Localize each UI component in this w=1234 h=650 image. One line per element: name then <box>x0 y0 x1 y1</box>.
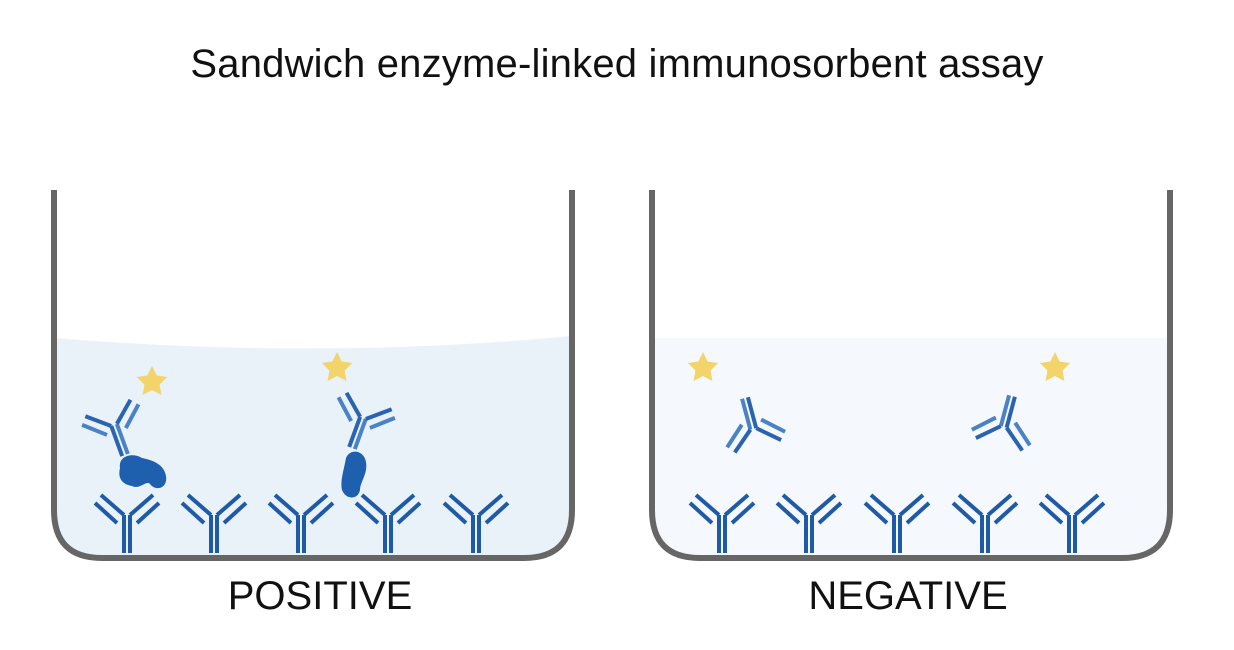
antigen-blob-icon <box>119 455 167 489</box>
negative-label: NEGATIVE <box>808 574 1008 618</box>
diagram-title: Sandwich enzyme-linked immunosorbent ass… <box>190 42 1044 86</box>
positive-label: POSITIVE <box>227 574 413 618</box>
positive-well-wall <box>51 190 575 561</box>
negative-well-wall <box>649 190 1173 561</box>
negative-liquid <box>652 338 1170 558</box>
negative-well <box>649 190 1173 561</box>
antigen-blob-icon <box>341 451 367 498</box>
positive-well <box>51 190 575 561</box>
